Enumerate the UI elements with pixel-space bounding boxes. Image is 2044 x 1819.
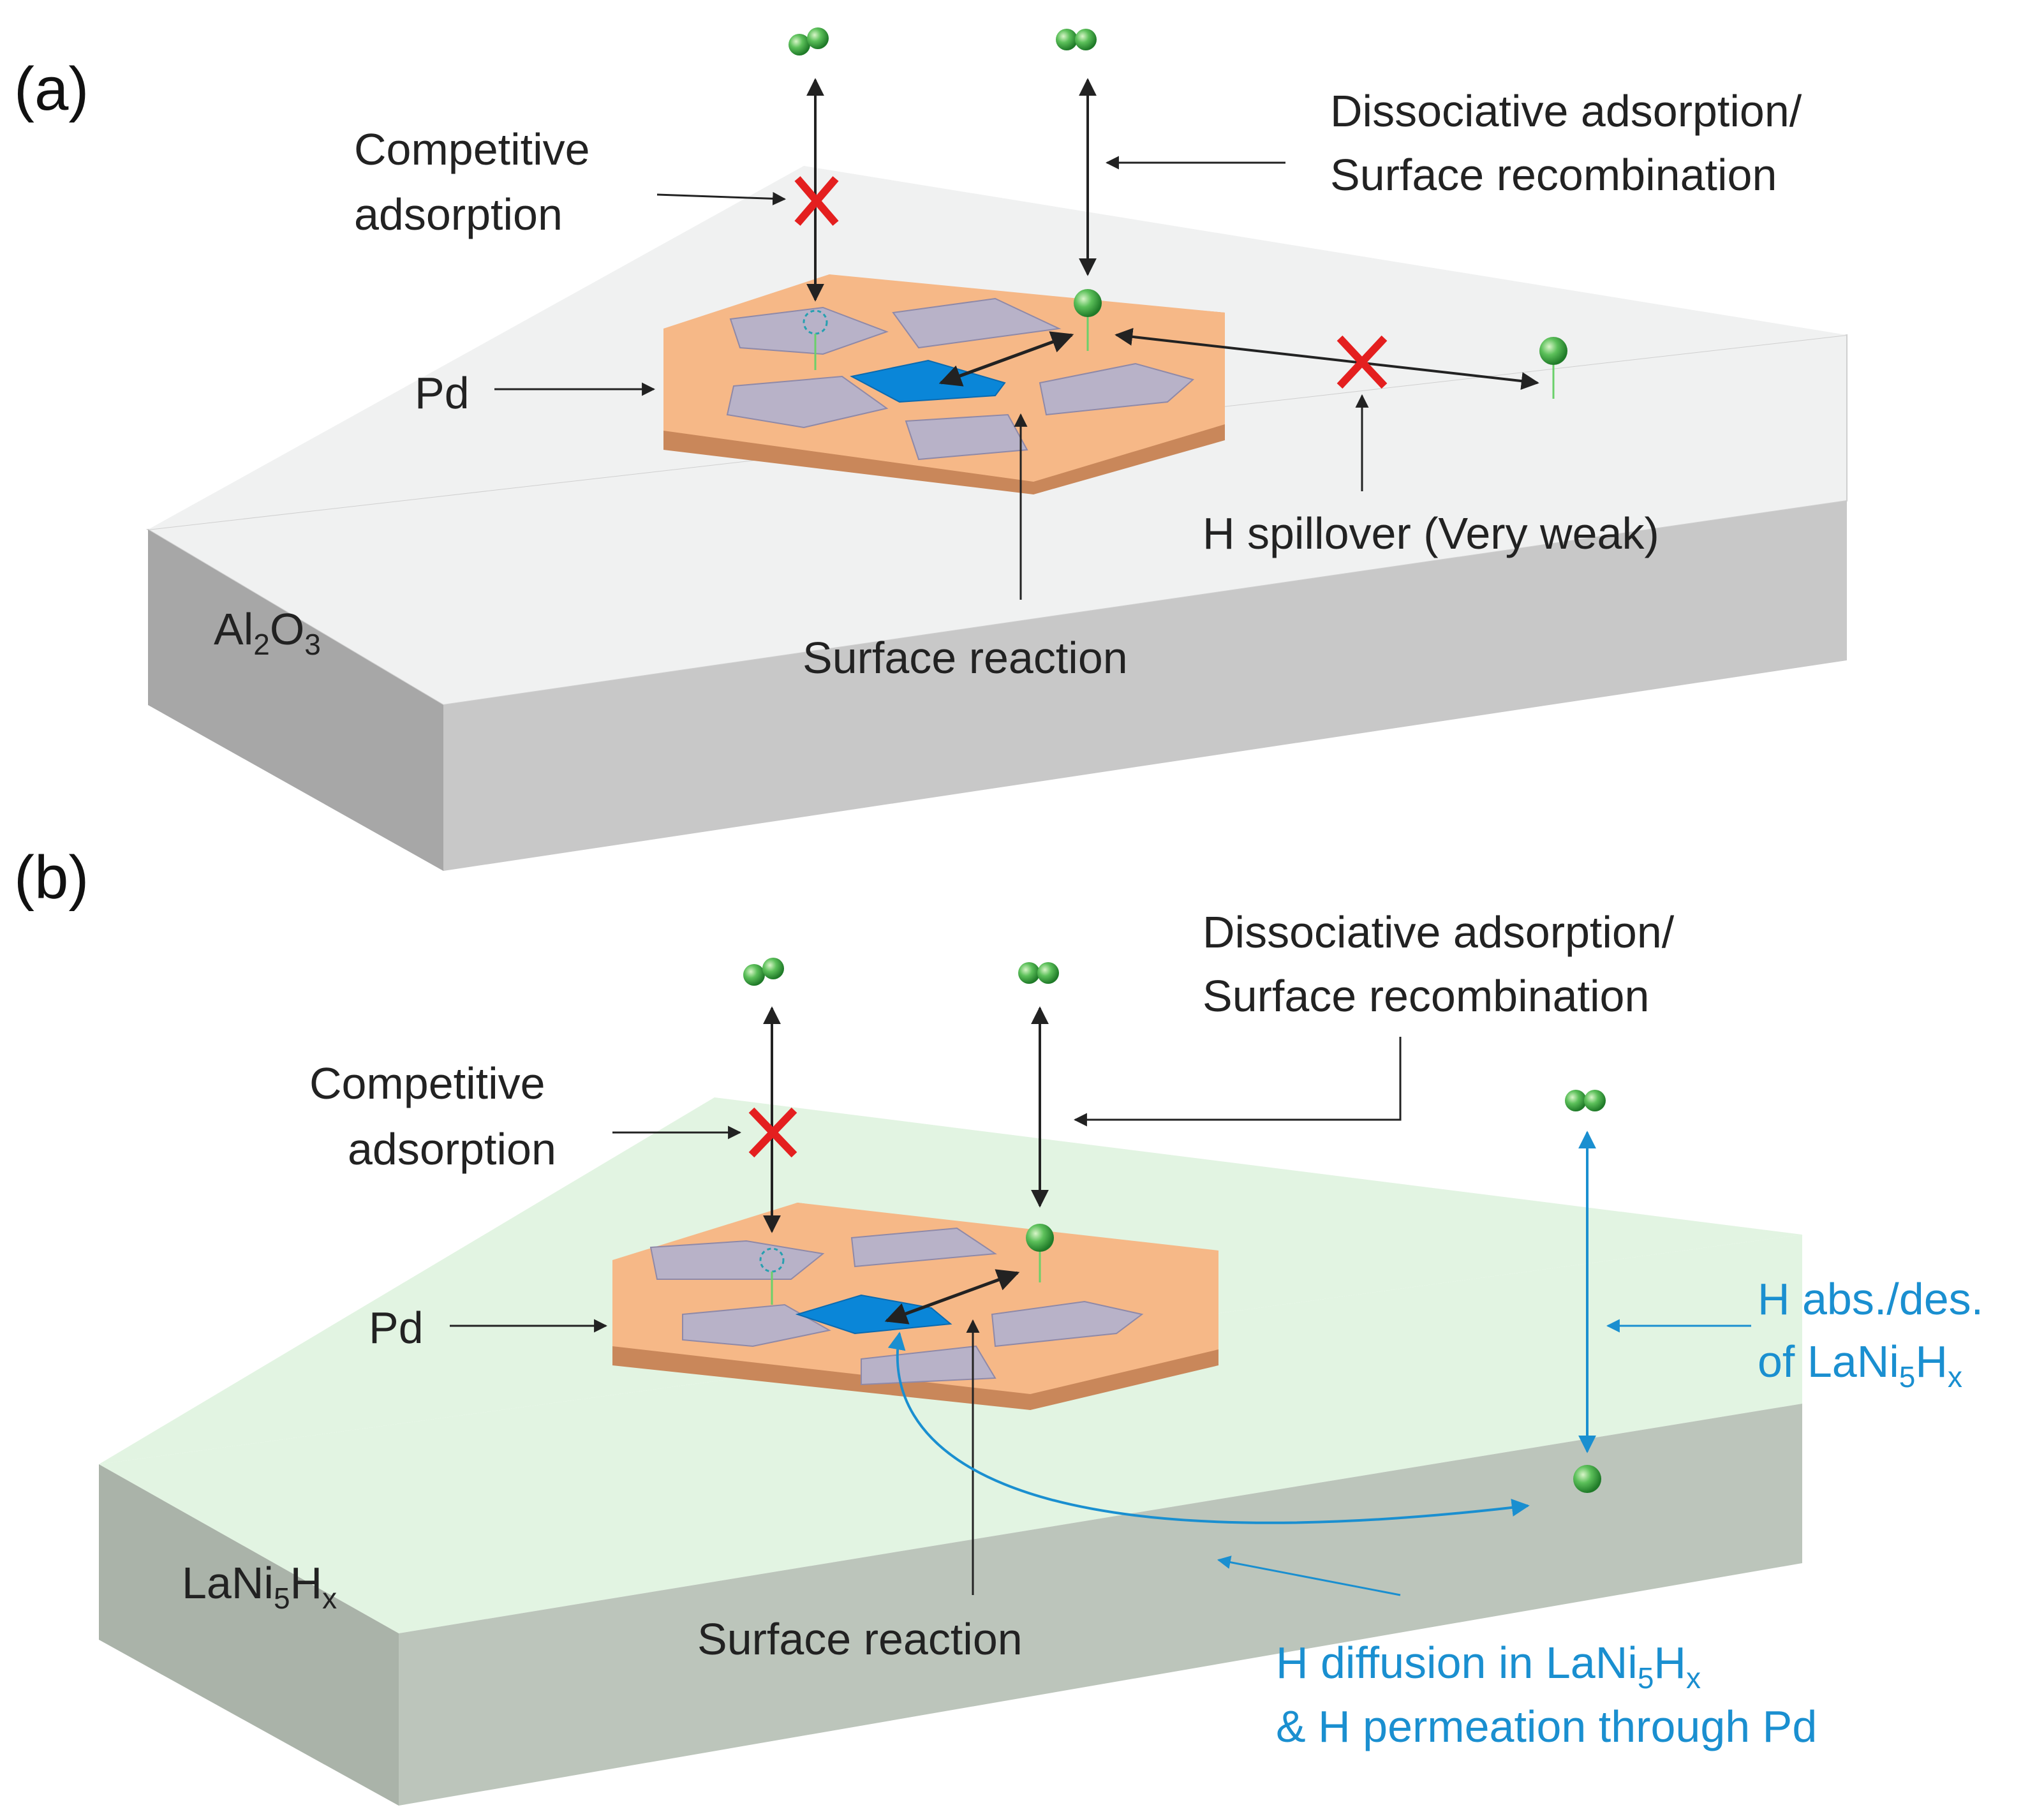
h2-molecule — [743, 958, 784, 986]
dissociative-label-line2: Surface recombination — [1330, 150, 1777, 200]
h2-molecule — [1018, 962, 1059, 984]
pd-label-b: Pd — [369, 1303, 424, 1353]
arrow-diffusion-b — [887, 1332, 1530, 1524]
hydrogen-atom — [1573, 1465, 1601, 1493]
diffusion-label-line2: & H permeation through Pd — [1276, 1702, 1817, 1751]
pd-grain — [892, 297, 1062, 349]
h2-molecule — [789, 27, 829, 56]
al2o3-slab-side — [443, 501, 1847, 871]
h2-molecule — [1056, 29, 1097, 50]
pd-grain — [726, 375, 889, 429]
absdes-label-line2: of LaNi5Hx — [1758, 1337, 1962, 1393]
pd-label-a: Pd — [415, 368, 470, 418]
arrow-spillover-a — [1115, 327, 1539, 390]
pointer-competitive-a — [656, 191, 787, 205]
dissociative-label-b-line1: Dissociative adsorption/ — [1203, 907, 1675, 957]
blocked-cross-icon — [1337, 335, 1388, 389]
panel-b: (b) LaNi5Hx Competitive adsorption — [14, 843, 1983, 1806]
lani-label: LaNi5Hx — [182, 1558, 337, 1615]
pointer-diffusion-b — [1217, 1555, 1401, 1596]
competitive-label-line2: adsorption — [354, 189, 563, 239]
competitive-label-b-line1: Competitive — [309, 1058, 545, 1108]
hydrogen-atom — [1074, 289, 1102, 317]
panel-a: (a) Al2O3 Competitive adsorption — [14, 27, 1848, 871]
pd-grain — [682, 1303, 831, 1348]
reaction-site — [850, 359, 1006, 403]
lani-slab-front — [99, 1464, 399, 1806]
surface-reaction-label-a: Surface reaction — [803, 633, 1128, 683]
panel-a-label: (a) — [14, 55, 89, 123]
hydrogen-atom — [1026, 1224, 1054, 1252]
panel-b-label: (b) — [14, 843, 89, 912]
diffusion-label-line1: H diffusion in LaNi5Hx — [1276, 1638, 1701, 1695]
surface-reaction-label-b: Surface reaction — [697, 1614, 1023, 1664]
spillover-label-a: H spillover (Very weak) — [1203, 509, 1659, 558]
blocked-site-icon — [759, 1247, 785, 1273]
al2o3-slab-front — [148, 530, 443, 871]
hydrogen-atom — [1539, 337, 1567, 365]
al2o3-label: Al2O3 — [214, 604, 321, 661]
pd-grain — [905, 413, 1028, 461]
arrow-surface-reaction-b — [884, 1269, 1020, 1325]
competitive-label-b-line2: adsorption — [348, 1124, 556, 1174]
absdes-label-line1: H abs./des. — [1758, 1274, 1983, 1324]
dissociative-label-line1: Dissociative adsorption/ — [1330, 86, 1802, 136]
pointer-dissociative-b — [1073, 1037, 1402, 1127]
blocked-site-icon — [803, 309, 828, 335]
dissociative-label-b-line2: Surface recombination — [1203, 971, 1649, 1021]
pd-grain — [729, 306, 889, 355]
blocked-cross-icon — [794, 176, 839, 226]
competitive-label-line1: Competitive — [354, 124, 590, 174]
pd-grain — [649, 1240, 825, 1280]
arrow-surface-reaction-a — [938, 331, 1074, 387]
pd-grain — [850, 1227, 997, 1268]
h2-molecule — [1565, 1090, 1606, 1111]
blocked-cross-icon — [748, 1107, 797, 1158]
